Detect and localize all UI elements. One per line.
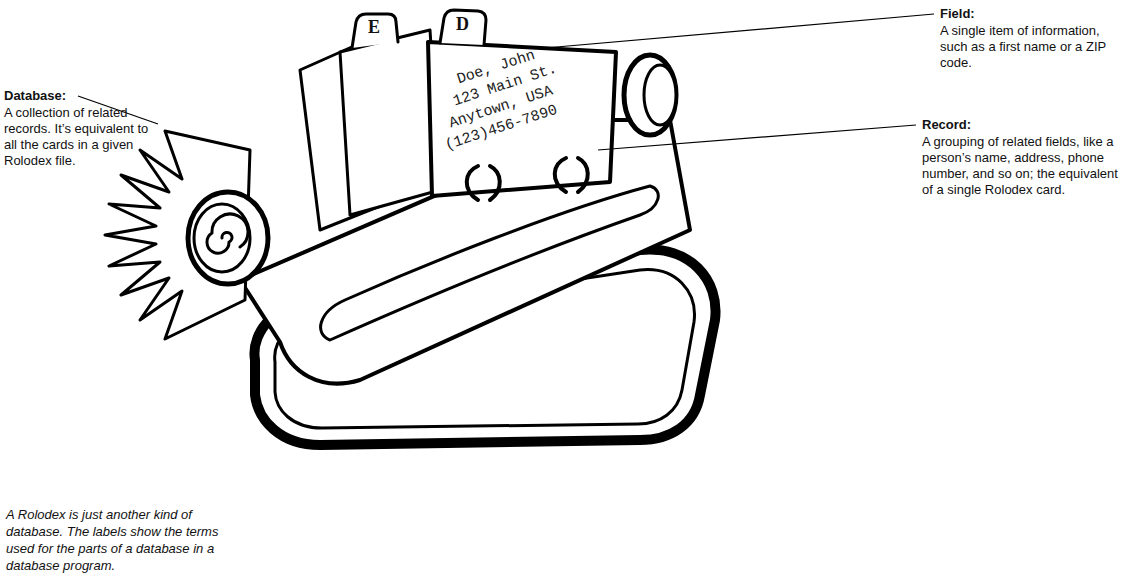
left-knob-face <box>194 204 250 272</box>
leader-line <box>545 14 934 48</box>
tab-letter: E <box>368 17 380 37</box>
card-tab <box>440 10 486 45</box>
term-heading: Record: <box>922 117 971 133</box>
left-knob <box>188 192 268 284</box>
term-definition: A single item of information, such as a … <box>940 23 1112 71</box>
term-heading: Field: <box>940 6 975 22</box>
tab-letter: D <box>456 14 469 34</box>
right-knob-face <box>644 65 676 125</box>
term-definition: A collection of related records. It’s eq… <box>4 105 164 169</box>
front-card <box>428 42 616 196</box>
card-tab <box>352 14 398 48</box>
back-card <box>340 30 440 215</box>
term-heading: Database: <box>4 88 66 104</box>
card-fan <box>105 131 250 339</box>
term-definition: A grouping of related fields, like a per… <box>922 134 1118 198</box>
caption: A Rolodex is just another kind of databa… <box>6 506 238 574</box>
rolodex-drawing <box>105 10 716 445</box>
leader-line <box>598 125 916 150</box>
knob-spiral <box>207 214 248 253</box>
card-clip <box>555 158 588 192</box>
card-clip <box>467 166 500 200</box>
right-knob <box>624 55 676 135</box>
